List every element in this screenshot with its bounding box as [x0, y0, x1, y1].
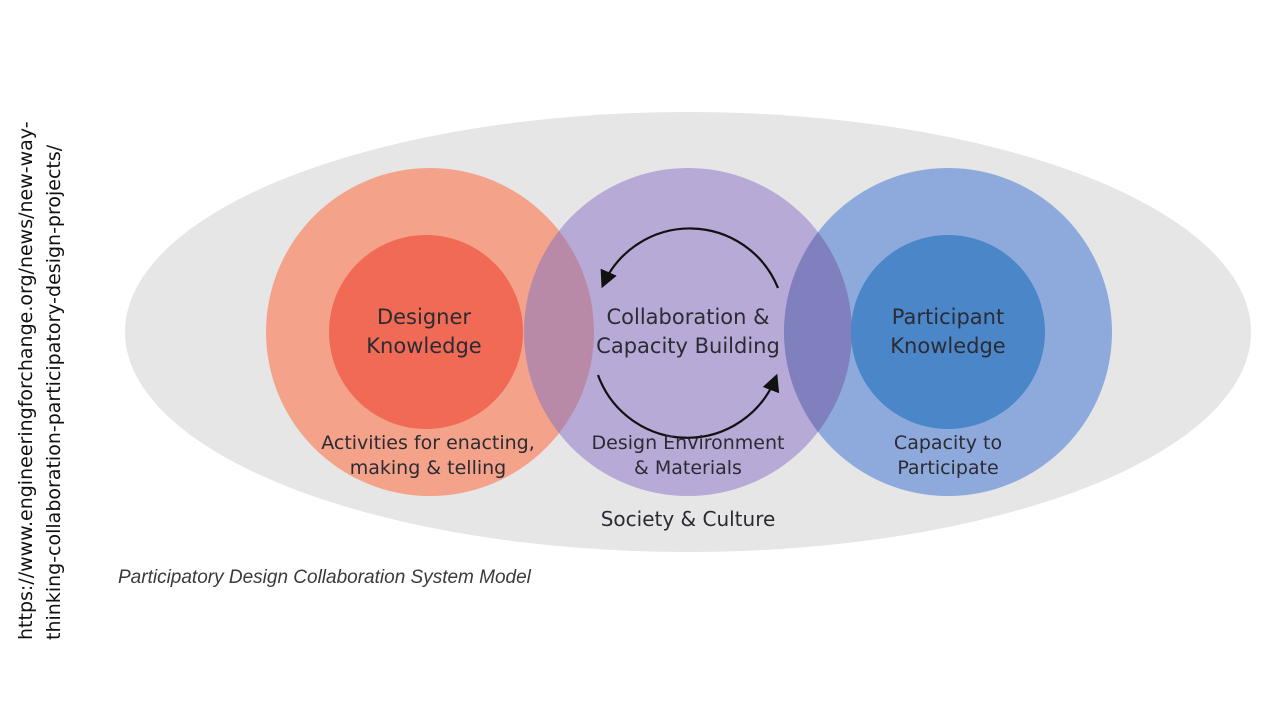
collaboration-sub-line-2: & Materials: [634, 457, 742, 479]
participant-title-line-1: Participant: [892, 305, 1004, 329]
collaboration-title-line-1: Collaboration &: [606, 305, 769, 329]
participant-inner-circle: [851, 235, 1045, 429]
collaboration-title-line-2: Capacity Building: [596, 334, 780, 358]
participant-title-line-2: Knowledge: [890, 334, 1005, 358]
participant-sub-line-1: Capacity to: [894, 432, 1002, 454]
society-culture-label: Society & Culture: [601, 507, 776, 531]
figure-caption: Participatory Design Collaboration Syste…: [118, 567, 531, 588]
collaboration-sub-line-1: Design Environment: [592, 432, 785, 454]
designer-title-line-1: Designer: [377, 305, 471, 329]
cycle-arrow-bottom-icon: [596, 373, 780, 439]
designer-inner-circle: [329, 235, 523, 429]
participant-sub-line-2: Participate: [897, 457, 998, 479]
designer-sub-line-2: making & telling: [350, 457, 507, 479]
collaboration-circle: [524, 168, 852, 496]
designer-title-line-2: Knowledge: [366, 334, 481, 358]
designer-sub-line-1: Activities for enacting,: [321, 432, 535, 454]
cycle-arrow-top-icon: [600, 227, 780, 289]
